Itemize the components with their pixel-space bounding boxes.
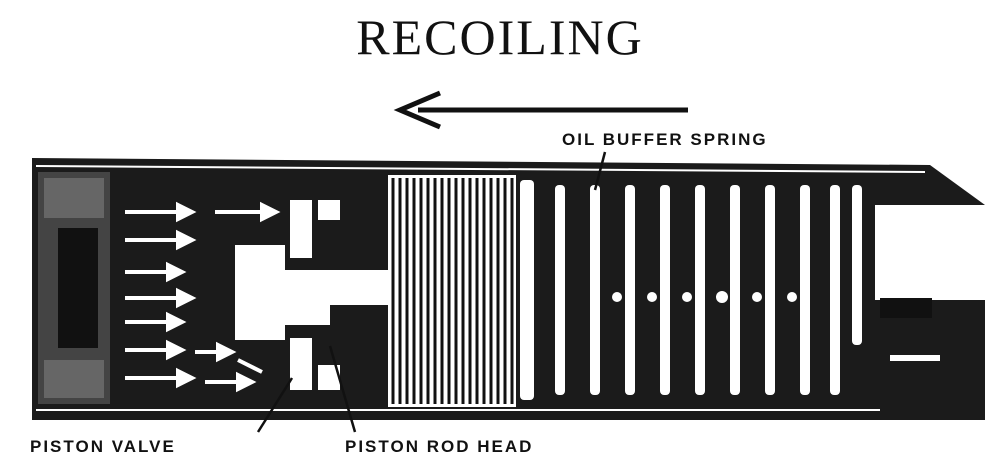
oil-buffer-spring-label: OIL BUFFER SPRING (562, 130, 768, 149)
piston-rod-head-label: PISTON ROD HEAD (345, 437, 534, 456)
cylinder-end-cap (38, 172, 110, 404)
oil-flow-arrows (125, 201, 281, 393)
oil-buffer-spring (520, 180, 862, 400)
diagram-title: RECOILING (356, 9, 644, 65)
label-leader-lines (256, 151, 607, 433)
piston-rod-head-packing (388, 175, 516, 407)
cylinder-bore-opening (875, 205, 985, 361)
piston-valve-label: PISTON VALVE (30, 437, 176, 456)
spring-coil-dots (612, 291, 797, 303)
recoil-direction-arrow (393, 90, 688, 130)
piston-valve-body (235, 200, 388, 390)
